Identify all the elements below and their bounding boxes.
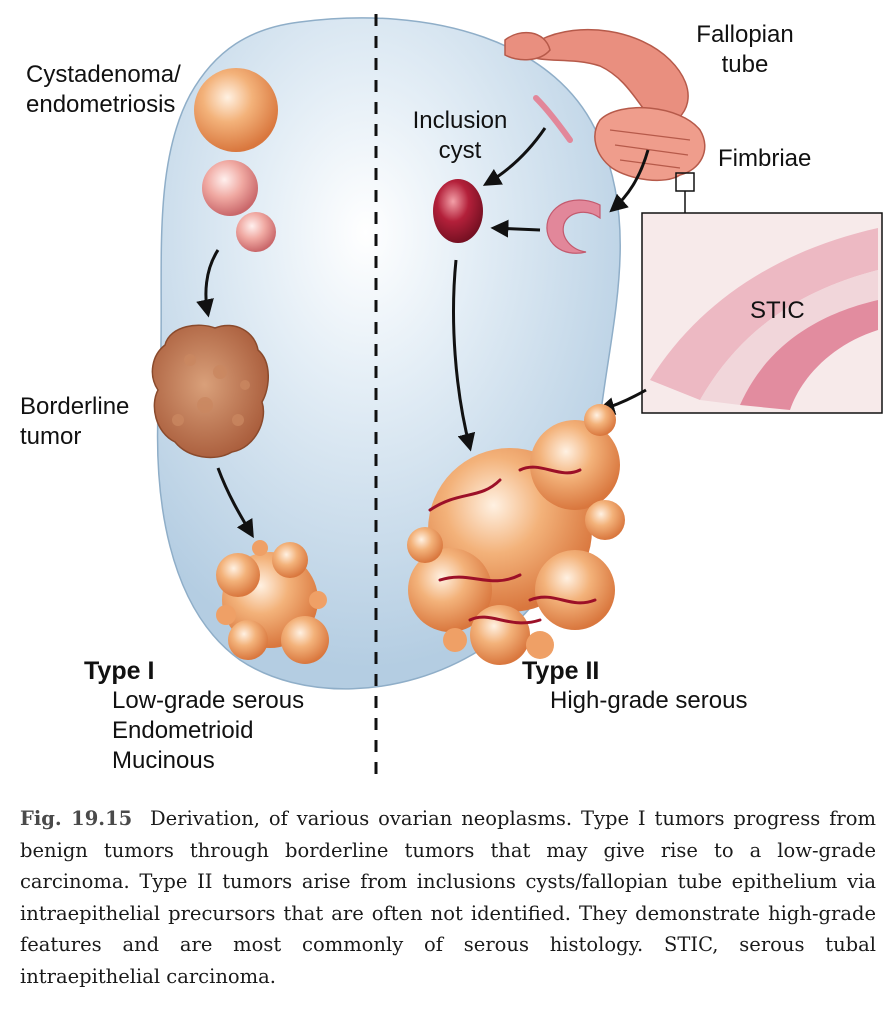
arrow-invagination-to-cyst (490, 219, 541, 238)
arrow-fimbriae-to-ovary (609, 149, 650, 213)
borderline-label-line1: Borderline (20, 393, 130, 420)
type1-legend: Type I Low-grade serous Endometrioid Muc… (84, 656, 304, 776)
borderline-label-line2: tumor (20, 423, 82, 450)
type1-item: Endometrioid (112, 717, 254, 744)
type1-heading: Type I (84, 657, 155, 685)
stic-inset (641, 212, 883, 414)
inclusion-cyst-label-line1: Inclusion (412, 107, 508, 134)
type1-item: Low-grade serous (112, 687, 305, 714)
fallopian-tube-label-line2: tube (721, 51, 769, 78)
inclusion-cyst-label: Inclusion cyst (400, 106, 520, 166)
surface-inclusion-mark (533, 95, 573, 143)
fallopian-tube-label: Fallopian tube (680, 20, 810, 80)
cystadenoma-label-line1: Cystadenoma/ (26, 61, 181, 88)
inclusion-cyst-label-line2: cyst (438, 137, 482, 164)
type2-heading: Type II (522, 657, 600, 685)
cystadenoma-label-line2: endometriosis (26, 91, 176, 118)
arrow-borderline-to-lowgrade (216, 467, 254, 539)
invagination-shape (546, 199, 601, 254)
low-grade-tumor (216, 540, 329, 664)
borderline-label: Borderline tumor (20, 392, 129, 452)
caption-text: Derivation, of various ovarian neoplasms… (20, 807, 876, 988)
borderline-tumor (151, 324, 269, 459)
fallopian-tube-label-line1: Fallopian (696, 21, 794, 48)
fimbriae-label: Fimbriae (718, 145, 812, 172)
figure-number: Fig. 19.15 (20, 807, 133, 830)
cystadenoma-label: Cystadenoma/ endometriosis (26, 60, 181, 120)
fimbriae-shape (594, 107, 706, 182)
cystadenoma-spheres (194, 68, 278, 252)
arrow-surface-to-cyst (482, 127, 547, 186)
stic-label: STIC (750, 297, 805, 324)
arrow-cyst-to-highgrade (452, 259, 476, 452)
high-grade-tumor (407, 404, 625, 665)
inclusion-cyst-shape (433, 179, 483, 243)
type2-legend: Type II High-grade serous (522, 656, 747, 716)
type2-item: High-grade serous (550, 687, 748, 714)
figure-caption: Fig. 19.15 Derivation, of various ovaria… (20, 803, 876, 992)
arrow-cystadenoma-to-borderline (196, 249, 220, 318)
ovarian-neoplasm-diagram (151, 14, 883, 780)
type1-item: Mucinous (112, 747, 215, 774)
